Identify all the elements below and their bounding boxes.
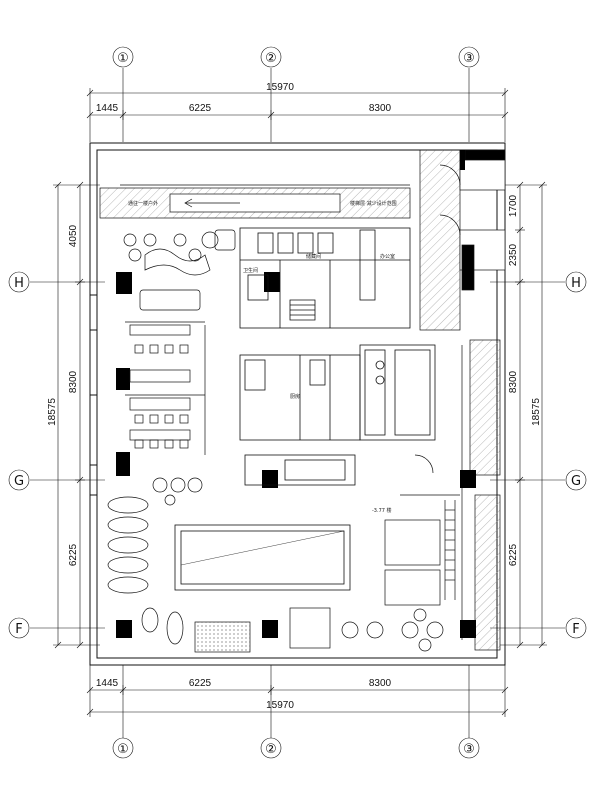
axis-label-row-h-right: H xyxy=(571,276,581,291)
dim-bottom-total: 15970 xyxy=(266,700,294,711)
dim-right-seg-3: 8300 xyxy=(508,370,519,393)
kitchen-block xyxy=(239,344,436,486)
level-mark: -3.77 楼 xyxy=(372,507,392,514)
axis-label-row-g-left: G xyxy=(14,474,24,489)
dimension-lines-right xyxy=(500,181,547,649)
dim-left-total: 18575 xyxy=(47,398,58,426)
right-stairwell-top xyxy=(419,149,506,331)
dim-right-seg-2: 2350 xyxy=(508,243,519,266)
axis-label-col-3-top: ③ xyxy=(463,51,475,66)
dining-middle-left xyxy=(125,321,206,455)
storage-label: 储藏间 xyxy=(306,253,321,260)
kitchen-label: 厨房 xyxy=(290,393,300,400)
axis-label-col-2-bottom: ② xyxy=(265,742,277,757)
center-terrace xyxy=(174,524,351,591)
staircase-lower-right xyxy=(384,454,460,606)
dim-bottom-seg-1: 1445 xyxy=(96,678,119,689)
seating-lower-left xyxy=(107,477,203,594)
dim-top-seg-3: 8300 xyxy=(369,103,392,114)
axis-label-col-1-bottom: ① xyxy=(117,742,129,757)
dim-top-seg-2: 6225 xyxy=(189,103,212,114)
dim-top-total: 15970 xyxy=(266,82,294,93)
dimension-lines-top xyxy=(86,88,509,142)
axis-label-col-3-bottom: ③ xyxy=(463,742,475,757)
axis-label-col-2-top: ② xyxy=(265,51,277,66)
right-hatched-strip xyxy=(461,339,501,651)
grid-axis-rows xyxy=(8,271,587,639)
axis-label-row-f-right: F xyxy=(572,622,579,637)
axis-label-row-g-right: G xyxy=(571,474,581,489)
dim-right-seg-4: 6225 xyxy=(508,543,519,566)
axis-label-row-f-left: F xyxy=(15,622,22,637)
axis-label-col-1-top: ① xyxy=(117,51,129,66)
lounge-top-left xyxy=(123,229,236,311)
dim-left-seg-2: 8300 xyxy=(68,370,79,393)
dimension-lines-bottom xyxy=(86,665,509,717)
ramp-label-right: 楼梯层 减少设计范围 xyxy=(350,200,397,207)
seating-bottom-row xyxy=(141,607,444,653)
dim-top-seg-1: 1445 xyxy=(96,103,119,114)
dim-left-seg-3: 6225 xyxy=(68,543,79,566)
top-ramp-corridor xyxy=(99,184,411,219)
ramp-label-left: 通往一楼户外 xyxy=(128,200,158,207)
dim-bottom-seg-2: 6225 xyxy=(189,678,212,689)
office-label: 办公室 xyxy=(380,253,395,260)
dim-left-seg-1: 4050 xyxy=(68,224,79,247)
dim-bottom-seg-3: 8300 xyxy=(369,678,392,689)
axis-label-row-h-left: H xyxy=(14,276,24,291)
restroom-label: 卫生间 xyxy=(243,267,258,274)
storage-office-block xyxy=(239,227,411,329)
dim-right-seg-1: 1700 xyxy=(508,194,519,217)
grid-axis-columns xyxy=(112,46,480,759)
dim-right-total: 18575 xyxy=(531,398,542,426)
dimension-lines-left xyxy=(53,181,100,649)
